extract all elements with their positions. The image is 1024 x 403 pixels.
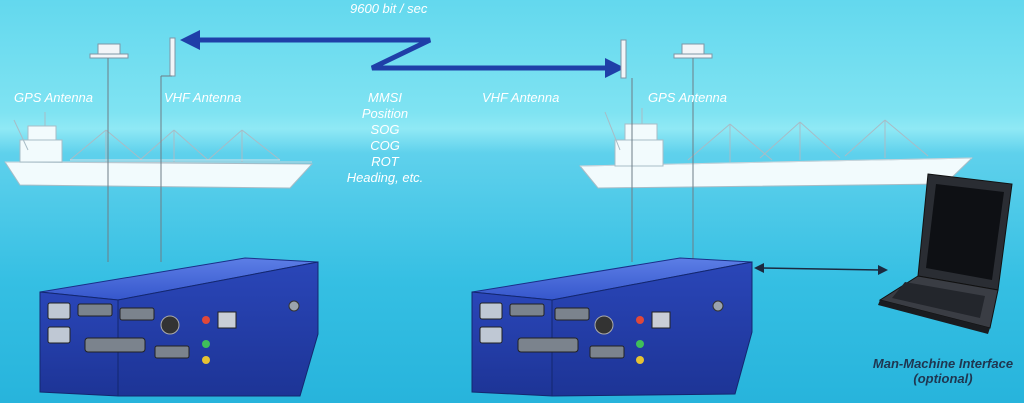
left-gps-antenna-icon: [89, 43, 129, 59]
right-vhf-antenna-icon: [620, 39, 627, 79]
right-ais-transponder: [471, 257, 753, 397]
right-ship: [578, 108, 974, 189]
right-vhf-antenna-label: VHF Antenna: [482, 90, 560, 105]
mmi-connection-line: [761, 267, 881, 271]
laptop-icon: [878, 173, 1013, 334]
mmi-label-title: Man-Machine Interface: [872, 356, 1014, 371]
right-gps-antenna-icon: [673, 43, 713, 59]
link-rate-label: 9600 bit / sec: [350, 1, 428, 16]
message-field-rot: ROT: [371, 154, 399, 169]
mmi-label-optional: (optional): [913, 371, 973, 386]
left-ais-transponder: [39, 257, 319, 397]
message-field-heading: Heading, etc.: [346, 170, 424, 185]
link-arrowhead-left: [180, 30, 200, 50]
mmi-label: Man-Machine Interface (optional): [858, 356, 1024, 386]
left-gps-antenna-label: GPS Antenna: [14, 90, 94, 105]
message-field-cog: COG: [370, 138, 400, 153]
right-gps-antenna-label: GPS Antenna: [648, 90, 728, 105]
link-arrowhead-right: [605, 58, 625, 78]
vhf-link-arrow: [193, 37, 612, 71]
message-field-mmsi: MMSI: [368, 90, 402, 105]
left-vhf-antenna-label: VHF Antenna: [164, 90, 242, 105]
ais-message-fields: MMSI Position SOG COG ROT Heading, etc.: [330, 90, 440, 186]
message-field-sog: SOG: [370, 122, 400, 137]
left-vhf-antenna-icon: [169, 37, 176, 77]
left-ship: [4, 112, 314, 189]
message-field-position: Position: [361, 106, 409, 121]
